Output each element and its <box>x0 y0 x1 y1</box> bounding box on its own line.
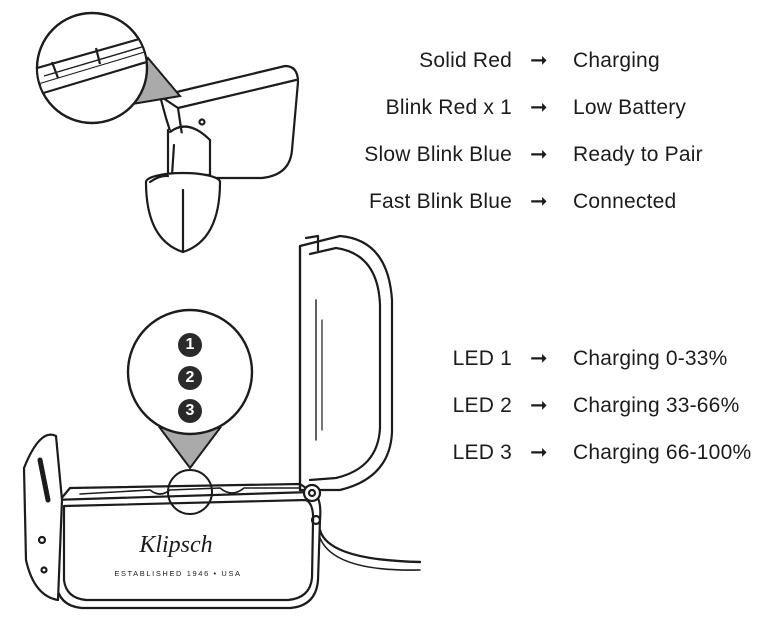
led-legend: LED 1 ➞ Charging 0-33% LED 2 ➞ Charging … <box>340 344 752 469</box>
status-row: Solid Red ➞ Charging <box>340 46 740 76</box>
led-meaning-label: Charging 66-100% <box>573 441 752 464</box>
earbud-illustration <box>144 64 300 254</box>
status-signal-label: Blink Red x 1 <box>385 96 512 119</box>
led-meaning-label: Charging 33-66% <box>573 394 740 417</box>
status-signal-label: Solid Red <box>419 49 512 72</box>
led-badge-3: 3 <box>178 399 202 423</box>
led-row: LED 1 ➞ Charging 0-33% <box>340 344 750 374</box>
status-row: Fast Blink Blue ➞ Connected <box>340 187 740 217</box>
charging-case-illustration <box>22 234 422 610</box>
arrow-right-icon: ➞ <box>530 96 548 119</box>
led-location-marker <box>167 469 213 515</box>
arrow-right-icon: ➞ <box>530 49 548 72</box>
arrow-right-icon: ➞ <box>530 143 548 166</box>
arrow-right-icon: ➞ <box>530 190 548 213</box>
status-legend: Solid Red ➞ Charging Blink Red x 1 ➞ Low… <box>340 46 740 216</box>
led-badge-2: 2 <box>178 366 202 390</box>
earbud-callout-circle <box>35 11 149 125</box>
led-meaning-label: Charging 0-33% <box>573 347 728 370</box>
led-name-label: LED 3 <box>452 441 512 464</box>
arrow-right-icon: ➞ <box>530 441 548 464</box>
status-meaning-label: Connected <box>573 190 677 213</box>
status-meaning-label: Ready to Pair <box>573 143 703 166</box>
brand-tagline: ESTABLISHED 1946 • USA <box>114 569 241 578</box>
status-meaning-label: Charging <box>573 49 660 72</box>
status-row: Blink Red x 1 ➞ Low Battery <box>340 93 740 123</box>
arrow-right-icon: ➞ <box>530 394 548 417</box>
status-row: Slow Blink Blue ➞ Ready to Pair <box>340 140 740 170</box>
status-signal-label: Slow Blink Blue <box>364 143 512 166</box>
led-name-label: LED 2 <box>452 394 512 417</box>
arrow-right-icon: ➞ <box>530 347 548 370</box>
status-signal-label: Fast Blink Blue <box>368 190 512 213</box>
led-badge-1: 1 <box>178 333 202 357</box>
led-row: LED 2 ➞ Charging 33-66% <box>340 391 750 421</box>
led-row: LED 3 ➞ Charging 66-100% <box>340 438 752 468</box>
brand-logo: Klipsch <box>138 532 212 558</box>
led-name-label: LED 1 <box>452 347 512 370</box>
status-meaning-label: Low Battery <box>573 96 687 119</box>
